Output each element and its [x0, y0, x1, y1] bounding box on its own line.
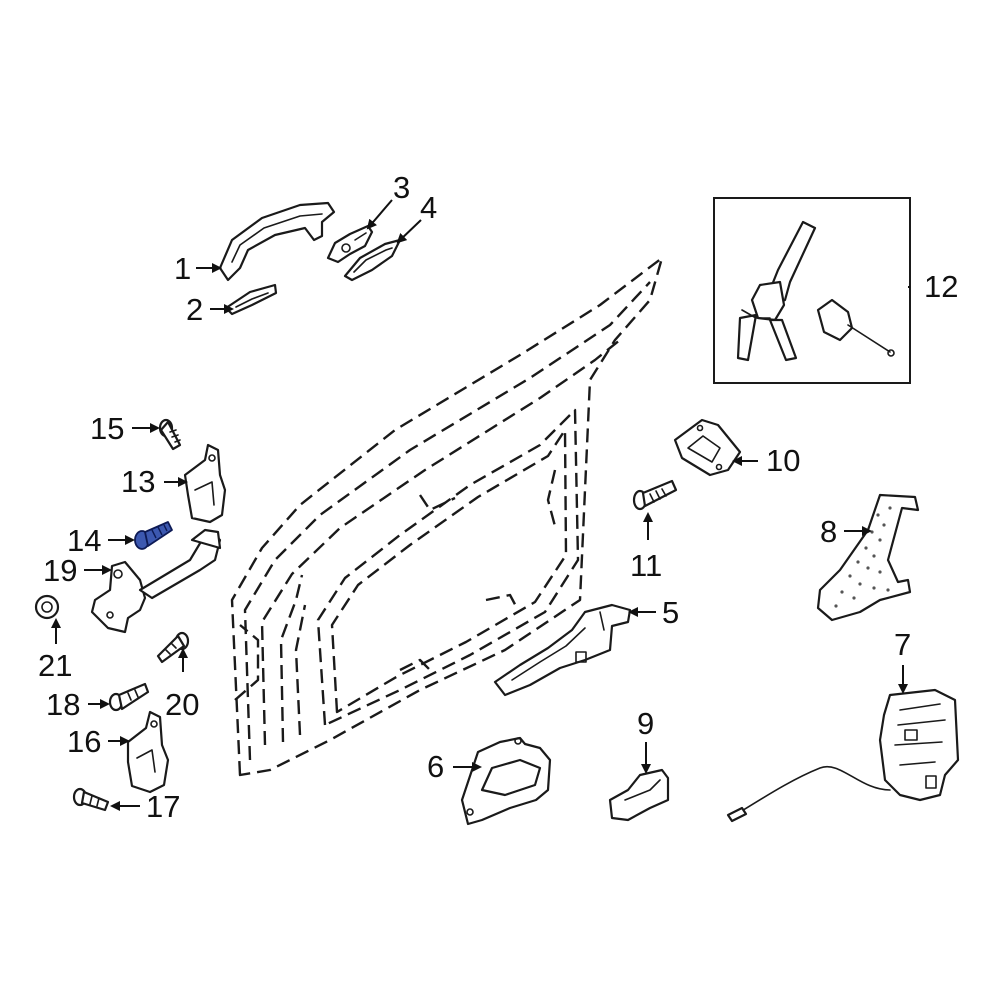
bolt-18[interactable] — [108, 682, 150, 712]
handle-cover[interactable] — [326, 224, 374, 264]
callout-15: 15 — [90, 411, 124, 446]
callout-10: 10 — [766, 443, 800, 478]
bolt-17[interactable] — [72, 787, 110, 812]
door-lever[interactable] — [493, 603, 632, 697]
handle-bracket[interactable] — [608, 768, 670, 822]
callout-19: 19 — [43, 553, 77, 588]
bolt-14-highlighted[interactable] — [134, 521, 173, 550]
callout-2: 2 — [186, 292, 203, 327]
handle-gasket[interactable] — [224, 283, 278, 316]
latch-cable[interactable] — [726, 765, 891, 823]
callout-18: 18 — [46, 687, 80, 722]
striker[interactable] — [673, 418, 742, 477]
callout-16: 16 — [67, 724, 101, 759]
callout-14: 14 — [67, 523, 101, 558]
leader-lines — [51, 199, 910, 811]
upper-hinge[interactable] — [183, 443, 227, 524]
callout-labels: 1 2 3 4 12 10 11 8 5 7 6 9 15 13 14 19 2… — [38, 170, 958, 824]
striker-screw[interactable] — [632, 479, 678, 511]
nut[interactable] — [34, 594, 60, 620]
bolt-15[interactable] — [158, 418, 182, 451]
door-check[interactable] — [90, 528, 222, 634]
callout-21: 21 — [38, 648, 72, 683]
outside-handle[interactable] — [218, 201, 336, 282]
lower-hinge[interactable] — [126, 710, 170, 794]
inside-handle[interactable] — [460, 736, 552, 826]
callout-6: 6 — [427, 749, 444, 784]
callout-11: 11 — [630, 548, 662, 583]
callout-7: 7 — [894, 627, 911, 662]
callout-8: 8 — [820, 514, 837, 549]
callout-5: 5 — [662, 595, 679, 630]
wiring-harness[interactable] — [736, 220, 817, 362]
harness-connector[interactable] — [816, 298, 895, 357]
callout-9: 9 — [637, 706, 654, 741]
cover-gasket[interactable] — [343, 238, 402, 282]
callout-12: 12 — [924, 269, 958, 304]
door-latch[interactable] — [878, 688, 960, 802]
callout-1: 1 — [174, 251, 191, 286]
callout-13: 13 — [121, 464, 155, 499]
callout-17: 17 — [146, 789, 180, 824]
lock-bracket[interactable] — [816, 493, 920, 622]
callout-20: 20 — [165, 687, 199, 722]
door-shell — [230, 256, 664, 777]
callout-3: 3 — [393, 170, 410, 205]
callout-4: 4 — [420, 190, 437, 225]
